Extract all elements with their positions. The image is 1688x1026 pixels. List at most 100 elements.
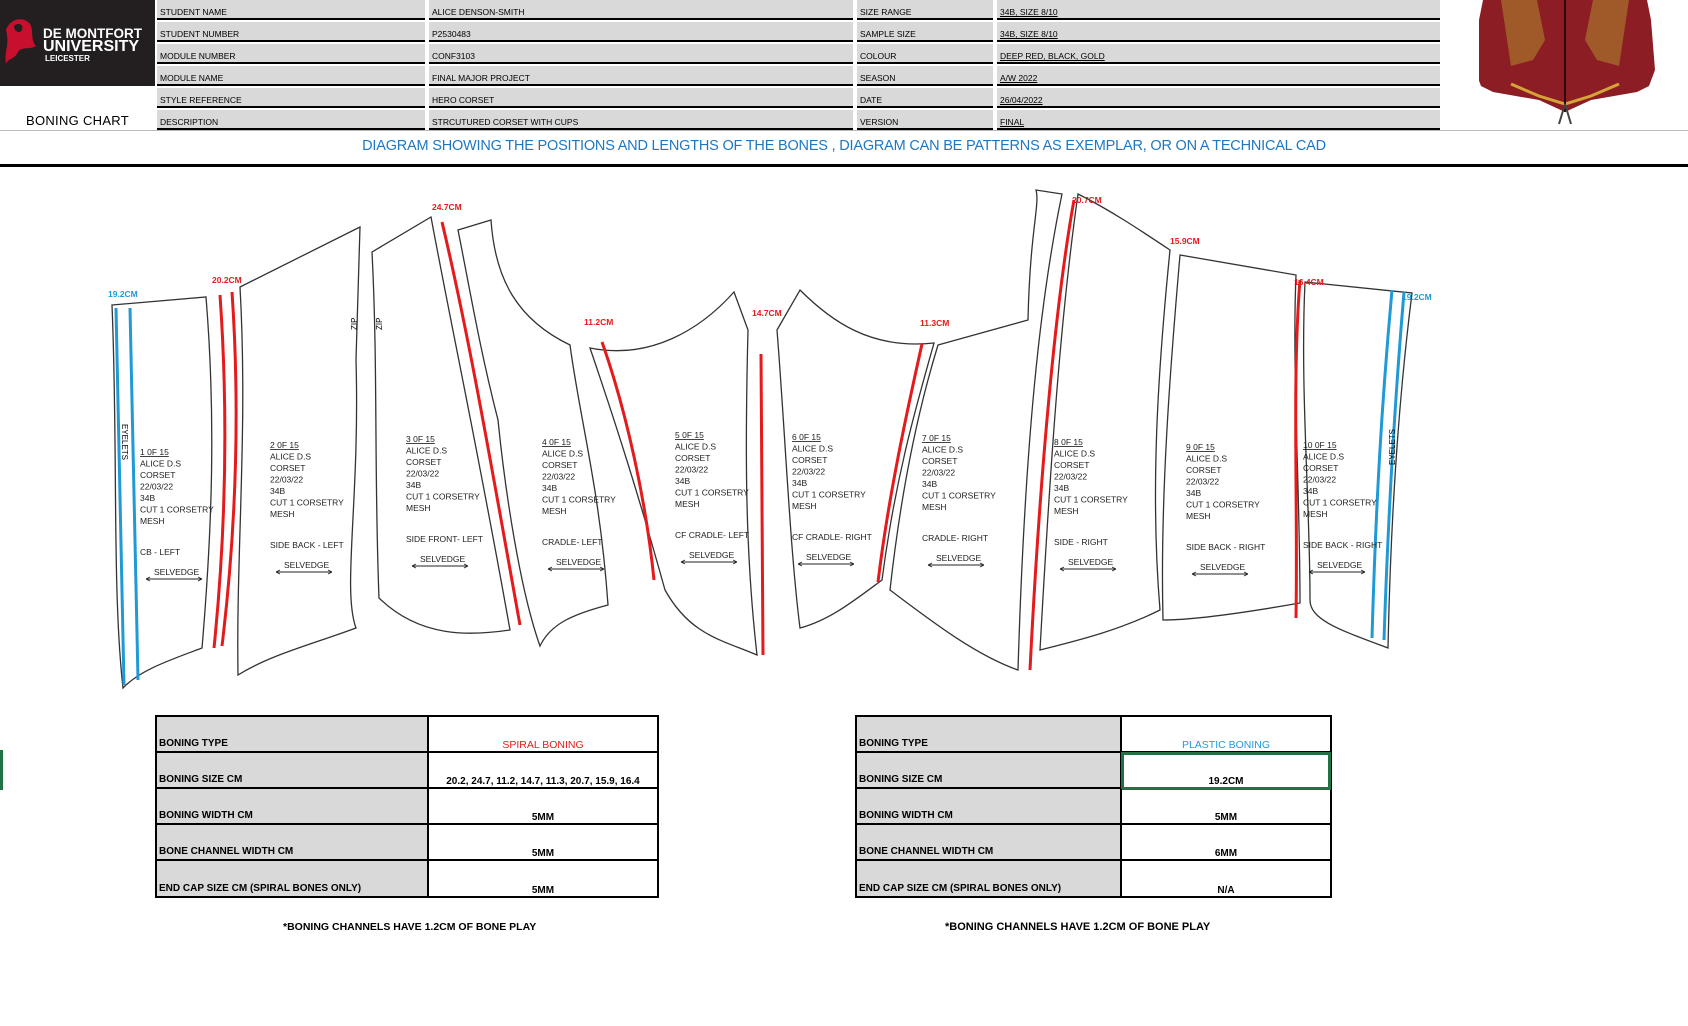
table-row-value[interactable]: 5MM (531, 848, 555, 859)
header-value-right-3[interactable]: A/W 2022 (997, 66, 1440, 86)
bone-line-10 (1294, 279, 1302, 619)
grain-arrow-icon (145, 576, 203, 582)
bone-length-label: 15.9CM (1170, 236, 1200, 246)
table-row: BONING TYPE SPIRAL BONING (157, 717, 657, 753)
lion-crest-icon (5, 19, 36, 64)
page-title: BONING CHART (0, 86, 155, 130)
svg-text:MESH: MESH (542, 506, 567, 516)
header-label-right-1[interactable]: SAMPLE SIZE (857, 22, 993, 42)
header-label-left-0[interactable]: STUDENT NAME (157, 0, 425, 20)
header-value-right-4[interactable]: 26/04/2022 (997, 88, 1440, 108)
table-row-label[interactable]: BONE CHANNEL WIDTH CM (857, 825, 1122, 859)
table-row-value[interactable]: 20.2, 24.7, 11.2, 14.7, 11.3, 20.7, 15.9… (446, 776, 640, 787)
header-value-left-4[interactable]: HERO CORSET (429, 88, 853, 108)
piece-name: CF CRADLE- RIGHT (792, 532, 872, 542)
table-row: BONE CHANNEL WIDTH CM 6MM (857, 825, 1330, 861)
header-label-right-4[interactable]: DATE (857, 88, 993, 108)
svg-text:ALICE D.S: ALICE D.S (792, 444, 833, 454)
svg-text:34B: 34B (270, 486, 285, 496)
corset-image (1441, 0, 1688, 130)
table-row-value[interactable]: SPIRAL BONING (502, 739, 584, 751)
table-row-value[interactable]: 5MM (1214, 812, 1238, 823)
header-label-left-1[interactable]: STUDENT NUMBER (157, 22, 425, 42)
svg-text:34B: 34B (406, 480, 421, 490)
grain-arrow-icon (797, 561, 855, 567)
table-row-value[interactable]: PLASTIC BONING (1181, 739, 1271, 751)
header-label-left-5[interactable]: DESCRIPTION (157, 110, 425, 130)
header-value-left-2[interactable]: CONF3103 (429, 44, 853, 64)
selvedge-label: SELVEDGE (1068, 557, 1114, 567)
table-row-label[interactable]: END CAP SIZE CM (SPIRAL BONES ONLY) (857, 861, 1122, 896)
piece-6-outline (776, 288, 935, 629)
svg-text:22/03/22: 22/03/22 (1303, 475, 1336, 485)
header-value-left-0[interactable]: ALICE DENSON-SMITH (429, 0, 853, 20)
bone-length-label: 20.2CM (212, 275, 242, 285)
header-value-right-5[interactable]: FINAL (997, 110, 1440, 130)
plastic-note: *BONING CHANNELS HAVE 1.2CM OF BONE PLAY (945, 921, 1211, 933)
svg-text:ALICE D.S: ALICE D.S (675, 442, 716, 452)
table-row-label[interactable]: BONING WIDTH CM (157, 789, 429, 823)
svg-text:MESH: MESH (270, 509, 295, 519)
grain-arrow-icon (1191, 571, 1249, 577)
corset-photo (1441, 0, 1688, 130)
zip-label-1: ZIP (350, 318, 359, 330)
piece-name: SIDE BACK - RIGHT (1186, 542, 1265, 552)
logo-line-2: UNIVERSITY (43, 38, 140, 55)
header-label-left-3[interactable]: MODULE NAME (157, 66, 425, 86)
svg-text:CORSET: CORSET (1303, 463, 1338, 473)
table-row-value[interactable]: 6MM (1214, 848, 1238, 859)
table-row-label[interactable]: END CAP SIZE CM (SPIRAL BONES ONLY) (157, 861, 429, 896)
table-row-label[interactable]: BONING TYPE (857, 717, 1122, 751)
svg-text:MESH: MESH (140, 516, 165, 526)
header-value-left-3[interactable]: FINAL MAJOR PROJECT (429, 66, 853, 86)
svg-text:22/03/22: 22/03/22 (270, 475, 303, 485)
table-row-value[interactable]: 19.2CM (1121, 752, 1331, 790)
pattern-piece-outlines (111, 189, 1413, 690)
selvedge-label: SELVEDGE (420, 554, 466, 564)
svg-text:1 0F 15: 1 0F 15 (140, 447, 169, 457)
table-row-label[interactable]: BONING SIZE CM (157, 753, 429, 787)
header-value-left-1[interactable]: P2530483 (429, 22, 853, 42)
svg-text:22/03/22: 22/03/22 (1054, 472, 1087, 482)
table-row-value[interactable]: 5MM (531, 812, 555, 823)
table-row-value[interactable]: 5MM (531, 885, 555, 896)
header-label-left-2[interactable]: MODULE NUMBER (157, 44, 425, 64)
bone-line-7 (759, 353, 765, 656)
table-row-value[interactable]: N/A (1217, 885, 1235, 896)
header-value-right-2[interactable]: DEEP RED, BLACK, GOLD (997, 44, 1440, 64)
header-value-left-5[interactable]: STRCUTURED CORSET WITH CUPS (429, 110, 853, 130)
grain-arrow-icon (1059, 566, 1117, 572)
svg-text:22/03/22: 22/03/22 (675, 465, 708, 475)
bone-line-11 (1370, 289, 1394, 639)
table-row-label[interactable]: BONING SIZE CM (857, 753, 1122, 787)
header-label-right-2[interactable]: COLOUR (857, 44, 993, 64)
bone-length-label: 19.2CM (108, 289, 138, 299)
header-label-right-5[interactable]: VERSION (857, 110, 993, 130)
svg-text:22/03/22: 22/03/22 (140, 482, 173, 492)
header-label-left-4[interactable]: STYLE REFERENCE (157, 88, 425, 108)
svg-text:34B: 34B (922, 479, 937, 489)
banner-rule (0, 164, 1688, 167)
svg-text:22/03/22: 22/03/22 (542, 472, 575, 482)
spiral-boning-table: BONING TYPE SPIRAL BONING BONING SIZE CM 20… (155, 715, 659, 898)
table-row: BONING TYPE PLASTIC BONING (857, 717, 1330, 753)
eyelets-label-right: EYELETS (1388, 429, 1397, 465)
header-label-right-0[interactable]: SIZE RANGE (857, 0, 993, 20)
diagram-banner: DIAGRAM SHOWING THE POSITIONS AND LENGTH… (362, 138, 1326, 154)
svg-text:34B: 34B (1054, 483, 1069, 493)
header-label-right-3[interactable]: SEASON (857, 66, 993, 86)
table-row-label[interactable]: BONE CHANNEL WIDTH CM (157, 825, 429, 859)
svg-text:ALICE D.S: ALICE D.S (1054, 449, 1095, 459)
table-row-label[interactable]: BONING TYPE (157, 717, 429, 751)
header-value-right-1[interactable]: 34B, SIZE 8/10 (997, 22, 1440, 42)
header-value-right-0[interactable]: 34B, SIZE 8/10 (997, 0, 1440, 20)
boning-diagram: 19.2CM20.2CM24.7CM11.2CM14.7CM11.3CM20.7… (108, 189, 1432, 690)
table-row-label[interactable]: BONING WIDTH CM (857, 789, 1122, 823)
svg-text:34B: 34B (792, 478, 807, 488)
selvedge-label: SELVEDGE (556, 557, 602, 567)
bone-line-8 (876, 343, 924, 583)
